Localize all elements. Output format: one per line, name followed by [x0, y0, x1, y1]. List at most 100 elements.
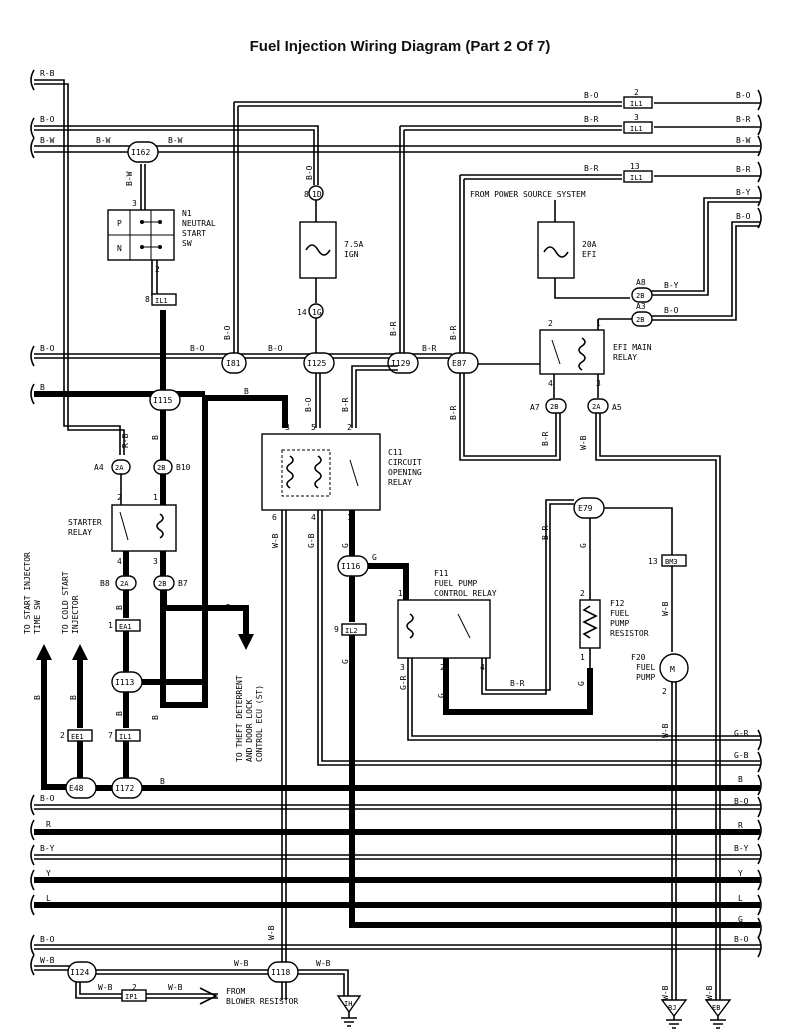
vl-b-il1low: B — [115, 711, 124, 716]
connector-2b-a7-label: 2B — [550, 403, 558, 411]
connector-il1-n1 — [151, 293, 177, 306]
vl-gr-f11: G-R — [399, 675, 408, 690]
f11-desc-2: CONTROL RELAY — [434, 589, 497, 598]
top-il1-connectors — [623, 96, 653, 183]
wl-br-f11: B-R — [510, 679, 525, 688]
wl-bo-row2: B-O — [190, 344, 205, 353]
f12-pin-1: 1 — [580, 653, 585, 662]
vl-g-f12-low: G — [577, 681, 586, 686]
cold-start-arrow — [72, 644, 88, 660]
vl-br-e79: B-R — [541, 525, 550, 540]
note-inj-1: TO START INJECTOR — [23, 552, 32, 634]
fuel-pump-control-relay — [397, 599, 491, 659]
wl-r-r: R — [738, 821, 743, 830]
fuse-ign-conn-top: 1D — [312, 190, 322, 199]
wl-l-r: L — [738, 894, 743, 903]
f11-pin-1: 1 — [398, 589, 403, 598]
wl-bo-left: B-O — [40, 115, 55, 124]
c11-desc-3: RELAY — [388, 478, 412, 487]
fuse-efi — [537, 221, 575, 279]
vl-b-i113: B — [151, 715, 160, 720]
il2-pin: 9 — [334, 625, 339, 634]
power-source-note: FROM POWER SOURCE SYSTEM — [470, 190, 586, 199]
splice-row — [221, 352, 479, 374]
fuse-ign-rating: 7.5A — [344, 240, 363, 249]
connector-bm3 — [661, 554, 687, 567]
wl-br-13: B-R — [584, 164, 599, 173]
connector-il1-low-label: IL1 — [119, 733, 132, 741]
vl-rb-a4: R-B — [121, 433, 130, 448]
n1-desc-2: START — [182, 229, 206, 238]
c11-pin-6: 6 — [272, 513, 277, 522]
vl-g-c11: G — [341, 543, 350, 548]
n1-pin-3: 3 — [132, 199, 137, 208]
c11-pin-5: 5 — [311, 423, 316, 432]
starter-name-2: RELAY — [68, 528, 92, 537]
connector-ip1 — [121, 989, 147, 1002]
vertical-labels: B-W B-O B-O B-R B-R B-R B-O B-R B-R W-B … — [23, 165, 714, 1000]
switch-p-label: P — [117, 219, 122, 228]
vl-gb-c11: G-B — [307, 533, 316, 548]
ground-ih — [336, 995, 362, 1027]
vl-bo-i81: B-O — [223, 325, 232, 340]
connector-2a-a4-label: 2A — [115, 464, 124, 472]
connector-i115-label: I115 — [153, 396, 172, 405]
connector-ee1-label: EE1 — [71, 733, 84, 741]
ea1-pin: 1 — [108, 621, 113, 630]
efi-relay-pin-1: 1 — [596, 319, 601, 328]
connector-ea1-label: EA1 — [119, 623, 132, 631]
circuit-opening-relay — [261, 433, 381, 511]
f20-desc-2: PUMP — [636, 673, 655, 682]
efi-relay-name-2: RELAY — [613, 353, 637, 362]
n1-desc-1: NEUTRAL — [182, 219, 216, 228]
note-cold-2: INJECTOR — [71, 595, 80, 634]
wl-bw-left: B-W — [40, 136, 55, 145]
top-il1-b-pin: 3 — [634, 113, 639, 122]
wl-by-l: B-Y — [40, 844, 55, 853]
vl-br-e87-low: B-R — [449, 405, 458, 420]
connector-i129-label: I129 — [391, 359, 410, 368]
n1-desc-3: SW — [182, 239, 192, 248]
vl-br-a7: B-R — [541, 431, 550, 446]
wl-b-left: B — [40, 383, 45, 392]
efi-relay-pin-4: 4 — [548, 379, 553, 388]
connector-2b-a8-label: 2B — [636, 292, 644, 300]
connector-i81-label: I81 — [226, 359, 241, 368]
wl-br-r2: B-R — [736, 165, 751, 174]
wl-wb-ip1: W-B — [98, 983, 113, 992]
vl-wb-a5: W-B — [579, 435, 588, 450]
start-injector-arrow — [36, 644, 52, 660]
f20-pin-2: 2 — [662, 687, 667, 696]
wl-r-theft: R — [226, 603, 231, 612]
pin-b8-label: B8 — [100, 579, 110, 588]
vl-bo-c11: B-O — [304, 397, 313, 412]
top-il1-c-label: IL1 — [630, 174, 643, 182]
note-theft-3: CONTROL ECU (ST) — [255, 685, 264, 762]
switch-n-label: N — [117, 244, 122, 253]
vl-br-e87: B-R — [449, 325, 458, 340]
fuse-ign-pin-bottom: 14 — [297, 308, 307, 317]
theft-arrow — [238, 634, 254, 650]
pin-a4-label: A4 — [94, 463, 104, 472]
right-edge-breaks — [757, 89, 762, 958]
efi-relay-pin-2: 2 — [548, 319, 553, 328]
wl-b-bus: B — [160, 777, 165, 786]
wl-wb-right: W-B — [316, 959, 331, 968]
connector-i172-label: I172 — [115, 784, 134, 793]
fuse-efi-name: EFI — [582, 250, 597, 259]
wl-r-l: R — [46, 820, 51, 829]
f20-desc-1: FUEL — [636, 663, 655, 672]
note-theft-1: TO THEFT DETERRENT — [235, 675, 244, 762]
ip1-pin: 2 — [132, 983, 137, 992]
pin-a8-label: A8 — [636, 278, 646, 287]
vl-b-b10: B — [151, 435, 160, 440]
wl-bo-r3: B-O — [734, 797, 749, 806]
connector-i116-label: I116 — [341, 562, 360, 571]
vl-b-cold: B — [69, 695, 78, 700]
wl-bw-r: B-W — [736, 136, 751, 145]
note-inj-2: TIME SW — [33, 600, 42, 634]
top-il1-c-pin: 13 — [630, 162, 640, 171]
connector-2b-a8 — [631, 287, 653, 303]
f11-desc-1: FUEL PUMP — [434, 579, 478, 588]
